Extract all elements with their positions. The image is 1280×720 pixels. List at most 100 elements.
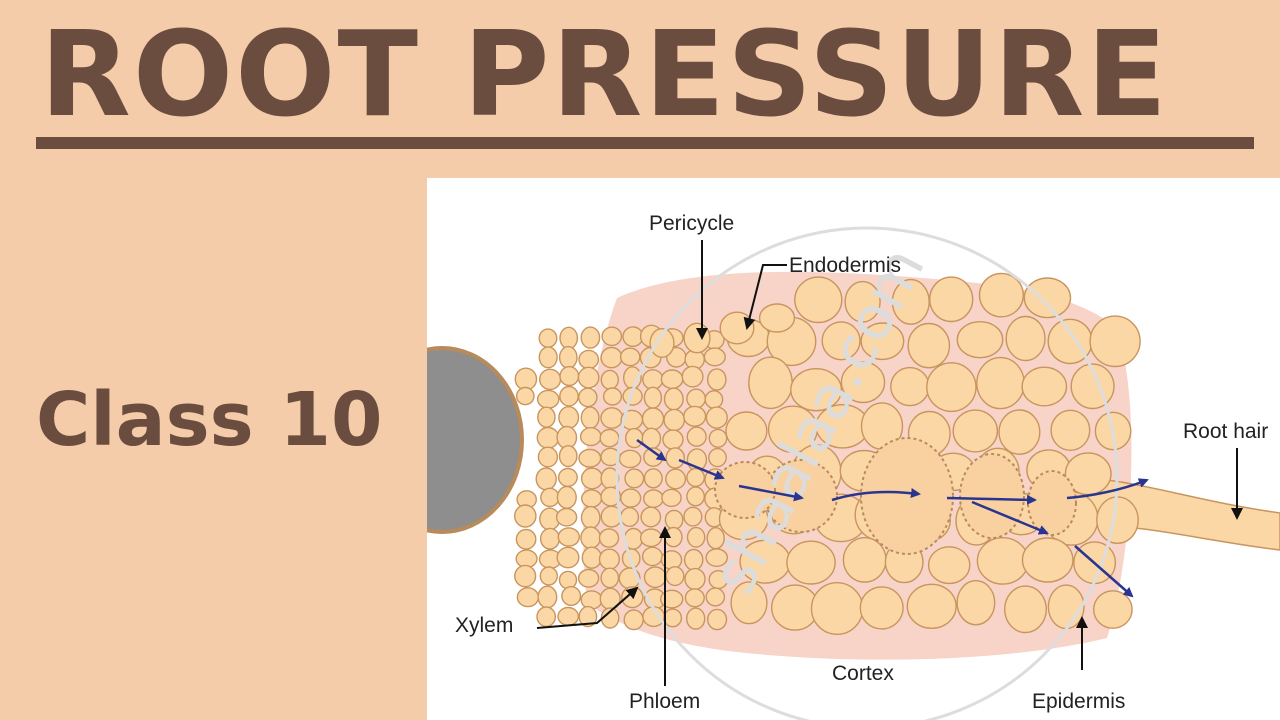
tissue-cell bbox=[538, 368, 562, 391]
tissue-cell bbox=[618, 449, 642, 469]
tissue-cell bbox=[538, 346, 558, 369]
tissue-cell bbox=[708, 447, 727, 468]
tissue-cell bbox=[790, 367, 843, 412]
tissue-cell bbox=[559, 366, 580, 387]
tissue-cell bbox=[640, 506, 662, 528]
tissue-cell bbox=[686, 426, 707, 447]
tissue-cell bbox=[619, 347, 641, 367]
tissue-cell bbox=[579, 427, 602, 447]
tissue-cell bbox=[559, 385, 579, 407]
tissue-cell bbox=[683, 548, 704, 571]
tissue-cell bbox=[580, 326, 601, 349]
tissue-cell bbox=[639, 528, 663, 548]
tissue-cell bbox=[557, 467, 578, 487]
tissue-cell bbox=[906, 583, 957, 629]
tissue-cell bbox=[599, 428, 620, 448]
tissue-cell bbox=[661, 488, 682, 508]
tissue-cell bbox=[537, 585, 558, 609]
tissue-cell bbox=[577, 387, 598, 408]
path-cell bbox=[714, 461, 776, 519]
tissue-cell bbox=[1023, 277, 1072, 319]
tissue-cell bbox=[686, 486, 705, 507]
tissue-cell bbox=[536, 426, 560, 449]
tissue-cell bbox=[681, 365, 704, 388]
tissue-cell bbox=[581, 489, 603, 508]
label-cortex: Cortex bbox=[832, 662, 894, 685]
tissue-cell bbox=[555, 507, 578, 527]
label-phloem: Phloem bbox=[629, 690, 700, 713]
tissue-cell bbox=[577, 366, 600, 389]
label-xylem: Xylem bbox=[455, 614, 513, 637]
tissue-cell bbox=[578, 448, 602, 468]
tissue-cell bbox=[514, 367, 538, 391]
class-subtitle: Class 10 bbox=[36, 377, 383, 463]
tissue-cell bbox=[1093, 590, 1133, 629]
page-title: ROOT PRESSURE bbox=[40, 5, 1169, 143]
tissue-cell bbox=[1050, 409, 1091, 452]
tissue-cell bbox=[602, 387, 623, 406]
tissue-cell bbox=[580, 590, 603, 610]
tissue-cell bbox=[663, 408, 685, 432]
tissue-cell bbox=[598, 528, 620, 548]
tissue-cell bbox=[956, 580, 996, 626]
tissue-cell bbox=[684, 588, 705, 608]
tissue-cell bbox=[748, 356, 793, 410]
path-cell bbox=[860, 437, 954, 555]
tissue-cell bbox=[598, 548, 620, 570]
tissue-cell bbox=[643, 566, 667, 589]
tissue-cell bbox=[559, 326, 579, 350]
tissue-cell bbox=[1021, 537, 1074, 583]
tissue-cell bbox=[578, 349, 600, 370]
tissue-cell bbox=[976, 356, 1025, 410]
tissue-cell bbox=[663, 387, 684, 411]
path-cell bbox=[1027, 470, 1077, 536]
tissue-cell bbox=[536, 606, 557, 628]
watermark-ring bbox=[615, 226, 1119, 720]
tissue-cell bbox=[844, 280, 881, 323]
tissue-cell bbox=[642, 369, 664, 390]
tissue-cell bbox=[535, 467, 557, 491]
tissue-cell bbox=[514, 504, 537, 528]
tissue-cell bbox=[643, 386, 663, 409]
label-epidermis: Epidermis bbox=[1032, 690, 1125, 713]
diagram-canvas: shaalaa.com Pericycle Endodermis Root ha… bbox=[427, 212, 1280, 720]
tissue-cell bbox=[929, 276, 974, 323]
tissue-cell bbox=[842, 536, 887, 583]
label-pointers bbox=[536, 240, 1243, 686]
tissue-cell bbox=[706, 368, 727, 391]
tissue-cell bbox=[705, 587, 726, 607]
tissue-cell bbox=[558, 570, 578, 590]
tissue-cell bbox=[683, 405, 707, 427]
tissue-cell bbox=[558, 445, 578, 468]
tissue-cell bbox=[601, 326, 623, 347]
tissue-cell bbox=[537, 406, 556, 428]
tissue-cell bbox=[643, 468, 663, 489]
tissue-cell bbox=[683, 506, 703, 527]
tissue-cell bbox=[641, 546, 663, 567]
tissue-cell bbox=[686, 388, 706, 409]
tissue-cell bbox=[998, 409, 1041, 455]
tissue-cell bbox=[557, 606, 580, 626]
tissue-cell bbox=[539, 566, 559, 586]
tissue-cell bbox=[1089, 315, 1141, 368]
tissue-cell bbox=[1021, 366, 1068, 407]
tissue-cell bbox=[557, 527, 581, 547]
label-root-hair: Root hair bbox=[1183, 420, 1268, 443]
tissue-cell bbox=[719, 311, 755, 345]
tissue-cell bbox=[860, 322, 905, 361]
tissue-cell bbox=[516, 587, 540, 608]
tissue-cell bbox=[558, 405, 580, 429]
tissue-cell bbox=[556, 546, 580, 569]
tissue-cell bbox=[580, 505, 601, 530]
tissue-cell bbox=[859, 586, 904, 630]
tissue-cell bbox=[703, 347, 726, 367]
tissue-cell bbox=[536, 389, 560, 409]
tissue-cell bbox=[730, 581, 768, 625]
tissue-cell bbox=[600, 407, 624, 429]
tissue-cell bbox=[1047, 584, 1085, 630]
tissue-cell bbox=[580, 406, 600, 430]
tissue-cell bbox=[662, 429, 684, 450]
tissue-cell bbox=[558, 345, 578, 369]
tissue-cell bbox=[514, 564, 537, 588]
tissue-cell bbox=[624, 427, 644, 449]
